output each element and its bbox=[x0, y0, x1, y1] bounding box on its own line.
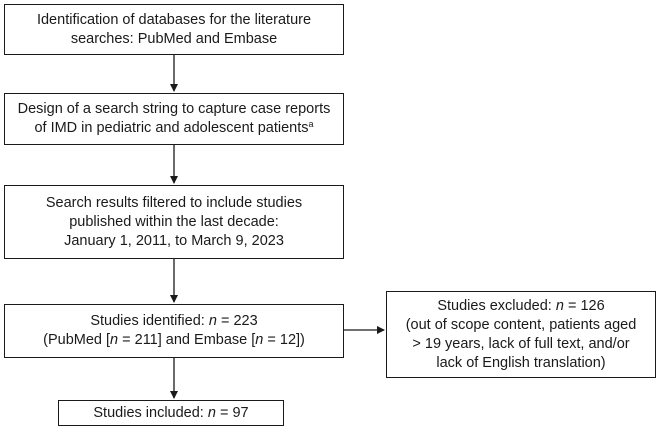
included-line: Studies included: n = 97 bbox=[93, 404, 248, 423]
identified-label: Studies identified: bbox=[90, 313, 209, 329]
databases-line-1: Identification of databases for the lite… bbox=[36, 11, 312, 28]
identified-count: = 223 bbox=[216, 313, 258, 329]
identified-n-var: n bbox=[208, 313, 217, 329]
excluded-box: Studies excluded: n = 126 (out of scope … bbox=[386, 291, 656, 378]
search-string-line-1: Design of a search string to capture cas… bbox=[17, 101, 331, 117]
identified-embase-count: = 12]) bbox=[263, 332, 305, 348]
search-string-box: Design of a search string to capture cas… bbox=[4, 93, 344, 145]
filter-line-3: January 1, 2011, to March 9, 2023 bbox=[64, 232, 284, 249]
excluded-line-2: (out of scope content, patients aged bbox=[405, 316, 637, 333]
excluded-n-var: n bbox=[555, 297, 564, 314]
search-string-line-2-text: of IMD in pediatric and adolescent patie… bbox=[34, 120, 309, 136]
identified-box: Studies identified: n = 223 (PubMed [n =… bbox=[4, 304, 344, 358]
excluded-count: = 126 bbox=[563, 297, 605, 314]
excluded-line-3: > 19 years, lack of full text, and/or bbox=[412, 335, 630, 352]
included-count: = 97 bbox=[215, 404, 249, 421]
footnote-mark: a bbox=[308, 119, 314, 129]
search-string-line-2: of IMD in pediatric and adolescent patie… bbox=[34, 119, 313, 138]
included-n-var: n bbox=[207, 404, 216, 421]
identified-line-2: (PubMed [n = 211] and Embase [n = 12]) bbox=[43, 331, 305, 350]
filter-line-1: Search results filtered to include studi… bbox=[45, 194, 303, 211]
filter-line-2: published within the last decade: bbox=[69, 213, 279, 230]
identified-pubmed-label: (PubMed [ bbox=[43, 332, 111, 348]
filter-box: Search results filtered to include studi… bbox=[4, 185, 344, 259]
included-label: Studies included: bbox=[93, 404, 208, 421]
excluded-line-1: Studies excluded: n = 126 bbox=[437, 297, 604, 316]
identified-embase-label: = 211] and Embase [ bbox=[118, 332, 256, 348]
databases-box: Identification of databases for the lite… bbox=[4, 4, 344, 55]
identified-embase-n-var: n bbox=[255, 332, 264, 348]
identified-pubmed-n-var: n bbox=[110, 332, 119, 348]
excluded-label: Studies excluded: bbox=[437, 297, 556, 314]
identified-line-1: Studies identified: n = 223 bbox=[90, 312, 257, 331]
excluded-line-4: lack of English translation) bbox=[436, 354, 606, 371]
included-box: Studies included: n = 97 bbox=[58, 400, 284, 426]
databases-line-2: searches: PubMed and Embase bbox=[70, 30, 278, 47]
